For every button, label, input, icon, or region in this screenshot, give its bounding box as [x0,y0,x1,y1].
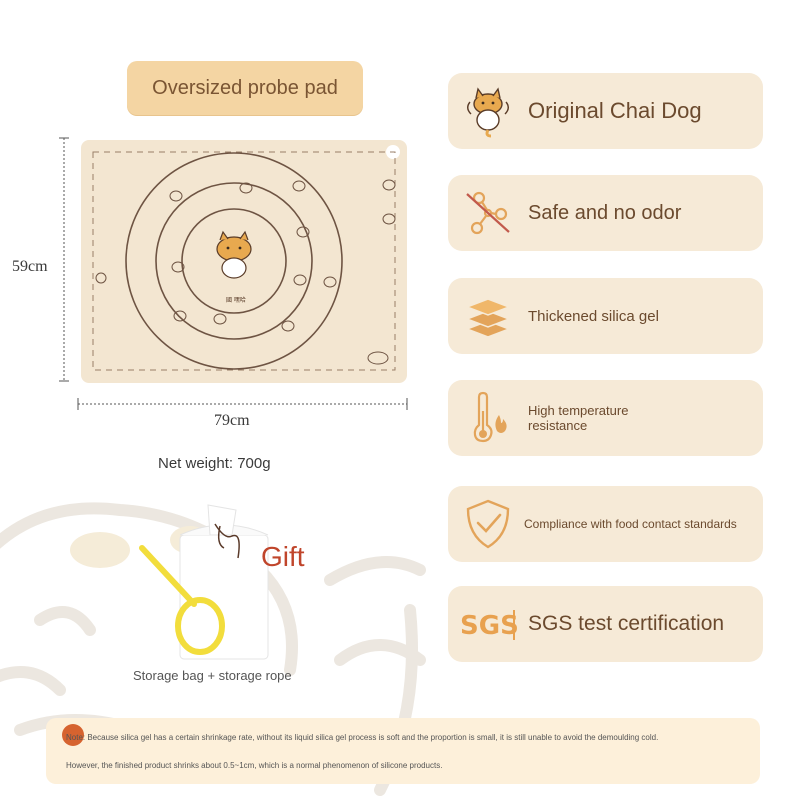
height-label: 59cm [12,258,48,275]
note-bullet-icon [62,724,84,746]
feature-label: Original Chai Dog [528,98,702,123]
feature-card-sgs-certification: SGS SGS test certification [448,586,763,662]
feature-card-original-chai-dog: Original Chai Dog [448,73,763,149]
mat-shiba-dog [216,230,252,279]
gift-caption: Storage bag + storage rope [133,668,292,683]
no-chemical-molecule-icon [466,191,510,235]
feature-card-thickened-silica-gel: Thickened silica gel [448,278,763,354]
mat-body [81,140,407,383]
gift-label: Gift [261,541,305,572]
layers-icon [464,298,512,338]
storage-rope-image [139,545,225,655]
gift-illustration [139,504,269,660]
feature-card-safe-no-odor: Safe and no odor [448,175,763,251]
feature-label: Compliance with food contact standards [524,517,737,531]
sgs-logo-text: SGS [460,611,518,641]
mat-logo-text: 國 嘿哈 [226,296,246,304]
feature-card-high-temperature: High temperature resistance [448,380,763,456]
width-label: 79cm [214,412,250,429]
note-line-1: Note: Because silica gel has a certain s… [66,733,659,742]
thermometer-flame-icon [473,391,507,443]
feature-label: High temperature resistance [528,403,629,433]
storage-bag-image [179,504,269,660]
feature-label: SGS test certification [528,612,725,635]
shiba-dog-icon [467,87,509,138]
sgs-logo: SGS [460,610,518,641]
feature-label: Thickened silica gel [528,307,659,325]
net-weight: Net weight: 700g [158,455,271,472]
shield-check-icon [466,499,510,549]
product-title: Oversized probe pad [152,76,338,99]
note-line-2: However, the finished product shrinks ab… [66,761,443,770]
silicone-mat-illustration: 國 嘿哈 [59,137,408,410]
feature-label: Safe and no odor [528,201,682,224]
product-title-pill: Oversized probe pad [127,61,363,115]
shrinkage-note: Note: Because silica gel has a certain s… [46,718,760,784]
feature-card-food-contact: Compliance with food contact standards [448,486,763,562]
